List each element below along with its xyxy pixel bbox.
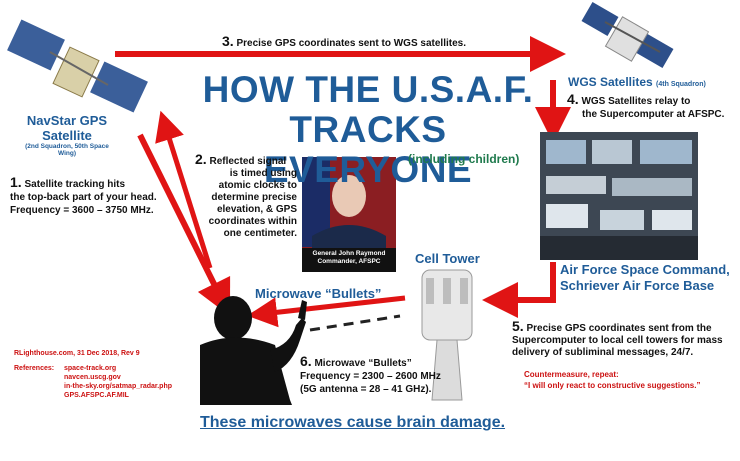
step-1-line-1: Satellite tracking hits	[24, 179, 126, 190]
step-5: 5. Precise GPS coordinates sent from the…	[512, 318, 737, 359]
navstar-satellite-icon	[7, 19, 148, 113]
reference-1: space-track.org	[64, 365, 117, 372]
step-3-text: Precise GPS coordinates sent to WGS sate…	[236, 38, 466, 49]
step-5-line-1: Precise GPS coordinates sent from the	[526, 323, 712, 334]
step-1: 1. Satellite tracking hits the top-back …	[10, 174, 175, 217]
step-1-line-2: the top-back part of your head.	[10, 192, 157, 203]
step-2-number: 2.	[195, 151, 207, 167]
step-6-line-1: Microwave “Bullets”	[314, 358, 412, 369]
title-line-2: TRACKS EVERYONE	[263, 109, 473, 190]
page-title: HOW THE U.S.A.F. TRACKS EVERYONE	[198, 70, 538, 190]
step-6-line-2: Frequency = 2300 – 2600 MHz	[300, 371, 441, 382]
cell-tower-icon	[421, 269, 473, 401]
step-6-line-3: (5G antenna = 28 – 41 GHz).	[300, 384, 432, 395]
step-2-line-4: determine precise	[211, 192, 297, 203]
step-2-line-2: is timed using	[229, 168, 297, 179]
step-6-number: 6.	[300, 353, 312, 369]
reference-2: navcen.uscg.gov	[64, 374, 121, 381]
step-4-line-2: the Supercomputer at AFSPC.	[582, 109, 725, 120]
afspc-line-2: Schriever Air Force Base	[560, 278, 715, 293]
general-portrait-image	[302, 157, 396, 272]
step-4-number: 4.	[567, 91, 579, 107]
step-5-line-3: delivery of subliminal messages, 24/7.	[512, 347, 694, 358]
step-1-number: 1.	[10, 174, 22, 190]
cell-tower-label: Cell Tower	[415, 251, 480, 266]
wgs-label: WGS Satellites (4th Squadron)	[568, 75, 706, 89]
step-5-line-2: Supercomputer to local cell towers for m…	[512, 335, 723, 346]
step-3-number: 3.	[222, 33, 234, 49]
dashed-beam	[309, 314, 401, 332]
general-role: Commander, AFSPC	[317, 258, 381, 265]
general-name: General John Raymond	[312, 250, 386, 257]
navstar-name-1: NavStar GPS	[26, 113, 108, 128]
wgs-satellite-icon	[581, 1, 674, 69]
reference-4: GPS.AFSPC.AF.MIL	[64, 392, 129, 399]
step-4-line-1: WGS Satellites relay to	[581, 96, 691, 107]
step-2-line-6: coordinates within	[208, 216, 297, 227]
countermeasure-line-2: “I will only react to constructive sugge…	[524, 381, 701, 390]
navstar-unit: (2nd Squadron, 50th Space Wing)	[25, 143, 109, 157]
wgs-unit: (4th Squadron)	[656, 81, 706, 88]
afspc-line-1: Air Force Space Command,	[560, 262, 730, 277]
general-caption: General John Raymond Commander, AFSPC	[302, 250, 396, 266]
step-2-line-5: elevation, & GPS	[216, 204, 297, 215]
step-3: 3. Precise GPS coordinates sent to WGS s…	[222, 33, 466, 49]
step-5-number: 5.	[512, 318, 524, 334]
navstar-label: NavStar GPS Satellite (2nd Squadron, 50t…	[22, 113, 112, 157]
arrow-microwave	[247, 295, 406, 328]
references: References: space-track.org navcen.uscg.…	[14, 364, 172, 400]
arrow-to-head	[137, 133, 231, 317]
step-1-line-3: Frequency = 3600 – 3750 MHz.	[10, 205, 154, 216]
step-4: 4. WGS Satellites relay to the Supercomp…	[567, 91, 737, 121]
step-2: 2. Reflected signal is timed using atomi…	[195, 151, 297, 240]
credit-line: RLighthouse.com, 31 Dec 2018, Rev 9	[14, 350, 140, 357]
reference-3: in-the-sky.org/satmap_radar.php	[64, 383, 173, 390]
navstar-name-2: Satellite	[42, 128, 92, 143]
countermeasure: Countermeasure, repeat: “I will only rea…	[524, 369, 700, 391]
step-2-line-3: atomic clocks to	[218, 180, 297, 191]
control-room-image	[540, 132, 698, 260]
title-line-1: HOW THE U.S.A.F.	[202, 69, 534, 110]
title-subtitle: (including children)	[408, 152, 520, 166]
person-silhouette-icon	[200, 296, 307, 405]
arrow-reflected	[155, 110, 213, 269]
step-2-line-7: one centimeter.	[223, 228, 297, 239]
step-2-line-1: Reflected signal	[209, 156, 287, 167]
microwave-label: Microwave “Bullets”	[255, 286, 382, 301]
wgs-name: WGS Satellites	[568, 75, 653, 89]
afspc-label: Air Force Space Command, Schriever Air F…	[560, 262, 730, 294]
arrow-to-tower	[482, 262, 556, 318]
references-label: References:	[14, 365, 55, 372]
step-6: 6. Microwave “Bullets” Frequency = 2300 …	[300, 353, 490, 396]
countermeasure-line-1: Countermeasure, repeat:	[524, 370, 619, 379]
bottom-warning: These microwaves cause brain damage.	[200, 414, 506, 431]
